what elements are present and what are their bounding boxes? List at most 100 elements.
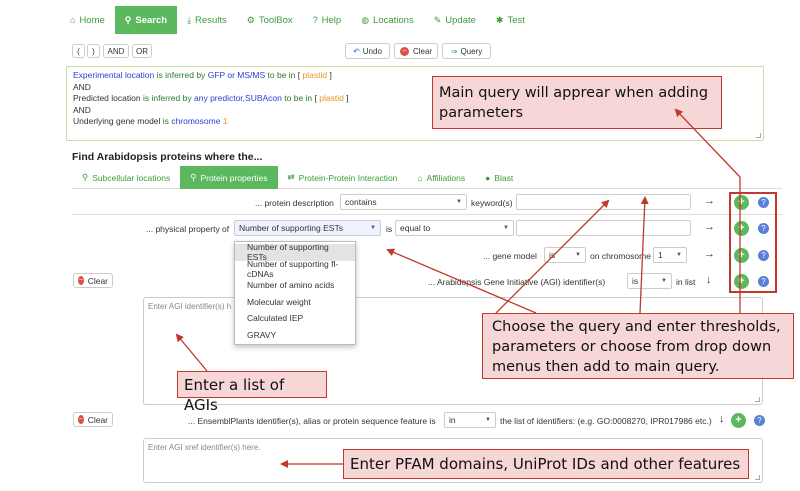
gene-operator-select[interactable]: is▼ <box>544 247 586 263</box>
add-buttons-highlight <box>729 192 777 293</box>
agi-label: ... Arabidopsis Gene Initiative (AGI) id… <box>428 277 606 287</box>
arrow-to-query-box <box>674 108 741 178</box>
phys-property-select[interactable]: Number of supporting ESTs▼ <box>234 220 381 236</box>
search-icon: ⚲ <box>124 14 132 25</box>
annotation-enter-agis: Enter a list of AGIs <box>177 371 327 414</box>
minus-circle-icon: − <box>78 415 84 424</box>
caret-down-icon: ▼ <box>661 278 667 284</box>
agi-in-list: in list <box>676 277 696 287</box>
add-gene-button[interactable]: + <box>734 248 749 263</box>
arrow-to-gene-row <box>495 199 610 314</box>
agi-operator-select[interactable]: is▼ <box>627 273 672 289</box>
arrow-down-icon: ↓ <box>719 413 725 425</box>
caret-down-icon: ▼ <box>503 225 509 231</box>
run-query-button[interactable]: ⇒Query <box>442 43 491 59</box>
add-agi-button[interactable]: + <box>734 274 749 289</box>
arrow-right-icon: ⇒ <box>450 46 458 56</box>
bug-icon: ✱ <box>495 14 504 25</box>
tab-protein-protein-interaction[interactable]: ⇄Protein-Protein Interaction <box>287 172 398 183</box>
search-icon: ⚲ <box>190 172 197 182</box>
annotation-choose-query: Choose the query and enter thresholds, p… <box>482 313 794 379</box>
caret-down-icon: ▼ <box>575 252 581 258</box>
open-paren-button[interactable]: ( <box>72 44 85 58</box>
question-icon: ? <box>312 15 318 25</box>
caret-down-icon: ▼ <box>676 252 682 258</box>
dropdown-option[interactable]: GRAVY <box>247 329 277 340</box>
query-and-2: AND <box>73 104 91 115</box>
pencil-icon: ✎ <box>433 14 442 25</box>
dropdown-option[interactable]: Number of amino acids <box>247 280 335 291</box>
info-icon[interactable]: ? <box>758 197 769 208</box>
annotation-main-query: Main query will apprear when adding para… <box>432 76 722 129</box>
ensembl-operator-select[interactable]: in▼ <box>444 412 496 428</box>
clear-ensembl-button[interactable]: −Clear <box>73 412 113 427</box>
phys-operator-select[interactable]: equal to▼ <box>395 220 514 236</box>
arrow-to-agi-textarea <box>175 333 208 372</box>
info-icon[interactable]: ? <box>758 276 769 287</box>
or-button[interactable]: OR <box>132 44 152 58</box>
and-button[interactable]: AND <box>103 44 129 58</box>
resize-grip[interactable] <box>755 475 760 480</box>
home-icon: ⌂ <box>70 15 76 25</box>
query-line-2: Predicted location is inferred by any pr… <box>73 93 349 103</box>
phys-is: is <box>386 224 393 234</box>
desc-suffix: keyword(s) <box>471 198 513 208</box>
caret-down-icon: ▼ <box>456 199 462 205</box>
minus-circle-icon: − <box>78 276 84 285</box>
phys-property-dropdown: Number of supporting ESTs Number of supp… <box>234 241 356 345</box>
nav-locations[interactable]: ◍Locations <box>361 14 414 26</box>
undo-icon: ↶ <box>353 46 360 56</box>
resize-grip[interactable] <box>756 133 761 138</box>
arrow-right-icon: → <box>704 221 715 233</box>
dropdown-option[interactable]: Molecular weight <box>247 296 311 307</box>
globe-icon: ◍ <box>361 14 370 25</box>
nav-update[interactable]: ✎Update <box>433 14 476 26</box>
add-phys-button[interactable]: + <box>734 221 749 236</box>
dropdown-option[interactable]: Calculated IEP <box>247 313 304 324</box>
arrow-down-icon: ↓ <box>706 274 712 286</box>
info-icon[interactable]: ? <box>758 250 769 261</box>
threshold-input[interactable] <box>516 220 691 236</box>
query-line-1: Experimental location is inferred by GFP… <box>73 70 332 80</box>
clear-agi-button[interactable]: −Clear <box>73 273 113 288</box>
find-header: Find Arabidopsis proteins where the... <box>72 151 263 163</box>
clear-query-button[interactable]: −Clear <box>394 43 438 59</box>
nav-home[interactable]: ⌂Home <box>70 14 105 26</box>
query-and-1: AND <box>73 81 91 92</box>
tab-affiliations[interactable]: ⌂Affiliations <box>417 172 466 183</box>
tab-blast[interactable]: ●Blast <box>485 172 514 183</box>
search-tabs: ⚲Subcellular locations ⚲Protein properti… <box>72 166 782 189</box>
nav-results[interactable]: ⤓Results <box>187 14 227 26</box>
ensembl-label: ... EnsemblPlants identifier(s), alias o… <box>188 416 436 426</box>
dropdown-option[interactable]: Number of supporting fl-cDNAs <box>247 258 339 279</box>
gene-on: on chromosome <box>590 251 651 261</box>
desc-operator-select[interactable]: contains▼ <box>340 194 467 210</box>
nav-toolbox[interactable]: ⚙ToolBox <box>246 14 293 26</box>
row-divider <box>72 214 782 215</box>
search-icon: ⚲ <box>82 172 89 182</box>
nav-search[interactable]: ⚲Search <box>114 6 178 34</box>
download-icon: ⤓ <box>187 14 192 25</box>
top-nav: ⌂Home ⚲Search ⤓Results ⚙ToolBox ?Help ◍L… <box>60 6 535 34</box>
ensembl-suffix: the list of identifiers: (e.g. GO:000827… <box>500 416 712 426</box>
minus-circle-icon: − <box>399 46 409 56</box>
exchange-icon: ⇄ <box>287 172 295 182</box>
add-ensembl-button[interactable]: + <box>731 413 746 428</box>
bomb-icon: ● <box>485 172 491 183</box>
tab-protein-properties[interactable]: ⚲Protein properties <box>180 166 278 189</box>
undo-button[interactable]: ↶Undo <box>345 43 390 59</box>
desc-label: ... protein description <box>255 198 334 208</box>
close-paren-button[interactable]: ) <box>87 44 100 58</box>
nav-test[interactable]: ✱Test <box>495 14 525 26</box>
info-icon[interactable]: ? <box>758 223 769 234</box>
info-icon[interactable]: ? <box>754 415 765 426</box>
dropdown-option[interactable]: Number of supporting ESTs <box>235 242 355 262</box>
arrow-to-keyword <box>639 196 649 314</box>
nav-help[interactable]: ?Help <box>312 14 342 26</box>
phys-label: ... physical property of <box>146 224 230 234</box>
add-desc-button[interactable]: + <box>734 195 749 210</box>
resize-grip[interactable] <box>755 397 760 402</box>
tab-subcellular-locations[interactable]: ⚲Subcellular locations <box>82 172 171 183</box>
chromosome-select[interactable]: 1▼ <box>653 247 687 263</box>
